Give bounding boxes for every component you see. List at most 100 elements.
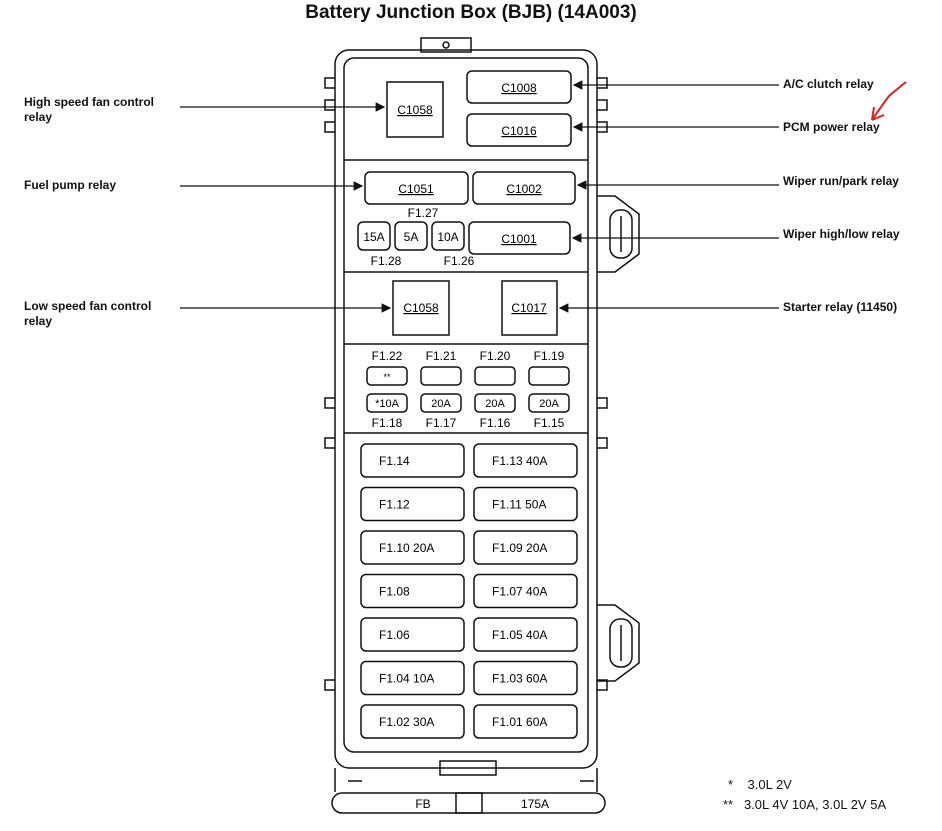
mini-fuse-f126: 10A	[431, 221, 465, 251]
maxi-fuse-label: F1.02 30A	[379, 715, 434, 729]
relay-c1008-label: C1008	[501, 81, 537, 95]
maxi-fuse-label: F1.14	[379, 454, 410, 468]
maxi-fuse: F1.07 40A	[473, 573, 578, 609]
maxi-fuse: F1.14	[360, 443, 465, 478]
maxi-fuse-body	[473, 617, 578, 652]
fuse-f127-label: F1.27	[408, 206, 439, 220]
small-fuse-top-body	[366, 366, 408, 386]
label-pcm-power-relay: PCM power relay	[783, 120, 880, 134]
footnote-mark: *	[728, 777, 734, 792]
relay-c1016: C1016	[466, 113, 572, 147]
maxi-fuse-label: F1.04 10A	[379, 672, 434, 686]
maxi-fuse-body	[360, 660, 465, 696]
small-fuse-top	[528, 366, 570, 386]
maxi-fuse-label: F1.10 20A	[379, 541, 434, 555]
mini-fuse-f128: 15A	[357, 221, 391, 251]
maxi-fuse: F1.01 60A	[473, 704, 578, 739]
diagram-title: Battery Junction Box (BJB) (14A003)	[305, 2, 637, 23]
maxi-fuse: F1.13 40A	[473, 443, 578, 478]
maxi-fuse-label: F1.07 40A	[492, 585, 547, 599]
label-wiper-high-low-relay: Wiper high/low relay	[783, 227, 900, 241]
maxi-fuse-body	[473, 443, 578, 478]
small-fuse-top-label: F1.19	[534, 349, 565, 363]
maxi-fuse-label: F1.08	[379, 585, 410, 599]
maxi-fuse-body	[473, 704, 578, 739]
maxi-fuse-label: F1.03 60A	[492, 672, 547, 686]
small-fuse-top: **	[366, 366, 408, 386]
small-fuse-bottom-body	[366, 393, 408, 413]
maxi-fuse: F1.08	[360, 573, 465, 609]
small-fuse-bottom-value: 20A	[539, 398, 559, 410]
relay-c1016-label: C1016	[501, 124, 537, 138]
relay-c1008: C1008	[466, 70, 572, 104]
maxi-fuse-body	[360, 704, 465, 739]
small-fuse-bottom: 20A	[420, 393, 462, 413]
relay-c1001: C1001	[468, 221, 571, 255]
small-fuse-top-body	[474, 366, 516, 386]
relay-c1051: C1051	[364, 171, 469, 205]
small-fuse-bottom-value: *10A	[375, 398, 400, 410]
label-starter-relay: Starter relay (11450)	[783, 300, 898, 314]
relay-c1058-mid: C1058	[392, 280, 450, 336]
relay-c1058-top-label: C1058	[397, 103, 433, 117]
maxi-fuse-label: F1.12	[379, 498, 410, 512]
maxi-fuse: F1.04 10A	[360, 660, 465, 696]
maxi-fuse: F1.06	[360, 617, 465, 652]
maxi-fuse-body	[360, 530, 465, 565]
maxi-fuse-label: F1.13 40A	[492, 454, 547, 468]
maxi-fuse: F1.11 50A	[473, 486, 578, 522]
maxi-fuse-body	[473, 660, 578, 696]
maxi-fuse-body	[473, 573, 578, 609]
maxi-fuse-label: F1.01 60A	[492, 715, 547, 729]
leader-lines	[180, 80, 779, 313]
small-fuse-top-label: F1.22	[372, 349, 403, 363]
footnote-text: 3.0L 4V 10A, 3.0L 2V 5A	[743, 797, 887, 812]
relay-c1058-top: C1058	[386, 81, 444, 138]
box-outline	[324, 37, 640, 814]
label-low-speed-fan-relay: Low speed fan control relay	[24, 299, 152, 328]
footnote-2: ** 3.0L 4V 10A, 3.0L 2V 5A	[723, 796, 886, 813]
footnote-text: 3.0L 2V	[747, 777, 792, 792]
relay-c1017: C1017	[501, 280, 558, 336]
small-fuse-bottom-label: F1.18	[372, 416, 403, 430]
footnote-1: * 3.0L 2V	[728, 776, 792, 793]
small-fuse-top-label: F1.21	[426, 349, 457, 363]
small-fuse-bottom-body	[420, 393, 462, 413]
mini-fuse-f127: 5A	[394, 221, 428, 251]
small-fuse-top-body	[420, 366, 462, 386]
small-fuse-top-body	[528, 366, 570, 386]
maxi-fuse-body	[360, 573, 465, 609]
small-fuse-grid: F1.22***10AF1.18F1.2120AF1.17F1.2020AF1.…	[366, 349, 570, 430]
maxi-fuse-body	[360, 617, 465, 652]
fb-label: FB	[415, 797, 430, 811]
footnote-mark: **	[723, 797, 734, 812]
small-fuse-top-label: F1.20	[480, 349, 511, 363]
maxi-fuse-body	[473, 530, 578, 565]
maxi-fuse: F1.09 20A	[473, 530, 578, 565]
relay-c1001-label: C1001	[501, 232, 537, 246]
small-fuse-top	[474, 366, 516, 386]
small-fuse-bottom: 20A	[528, 393, 570, 413]
relay-c1017-label: C1017	[511, 301, 547, 315]
relay-c1002: C1002	[472, 171, 576, 205]
mini-fuse-f128-rating: 15A	[363, 230, 384, 244]
maxi-fuse-body	[360, 443, 465, 478]
relay-c1058-mid-label: C1058	[403, 301, 439, 315]
label-fuel-pump-relay: Fuel pump relay	[24, 178, 117, 192]
relay-c1002-label: C1002	[506, 182, 542, 196]
maxi-fuse-label: F1.09 20A	[492, 541, 547, 555]
small-fuse-bottom-label: F1.15	[534, 416, 565, 430]
fuse-f126-label: F1.26	[444, 254, 475, 268]
maxi-fuse-label: F1.06	[379, 628, 410, 642]
mini-fuse-f126-rating: 10A	[437, 230, 458, 244]
maxi-fuse: F1.02 30A	[360, 704, 465, 739]
maxi-fuse-body	[473, 486, 578, 522]
maxi-fuse-label: F1.05 40A	[492, 628, 547, 642]
maxi-fuse-body	[360, 486, 465, 522]
maxi-fuse: F1.12	[360, 486, 465, 522]
small-fuse-top-value: **	[383, 372, 391, 382]
small-fuse-bottom-body	[528, 393, 570, 413]
maxi-fuse-grid: F1.14 F1.13 40A F1.12 F1.11 50A F1.10 20A F1.…	[360, 443, 578, 739]
mini-fuse-f127-rating: 5A	[404, 230, 419, 244]
